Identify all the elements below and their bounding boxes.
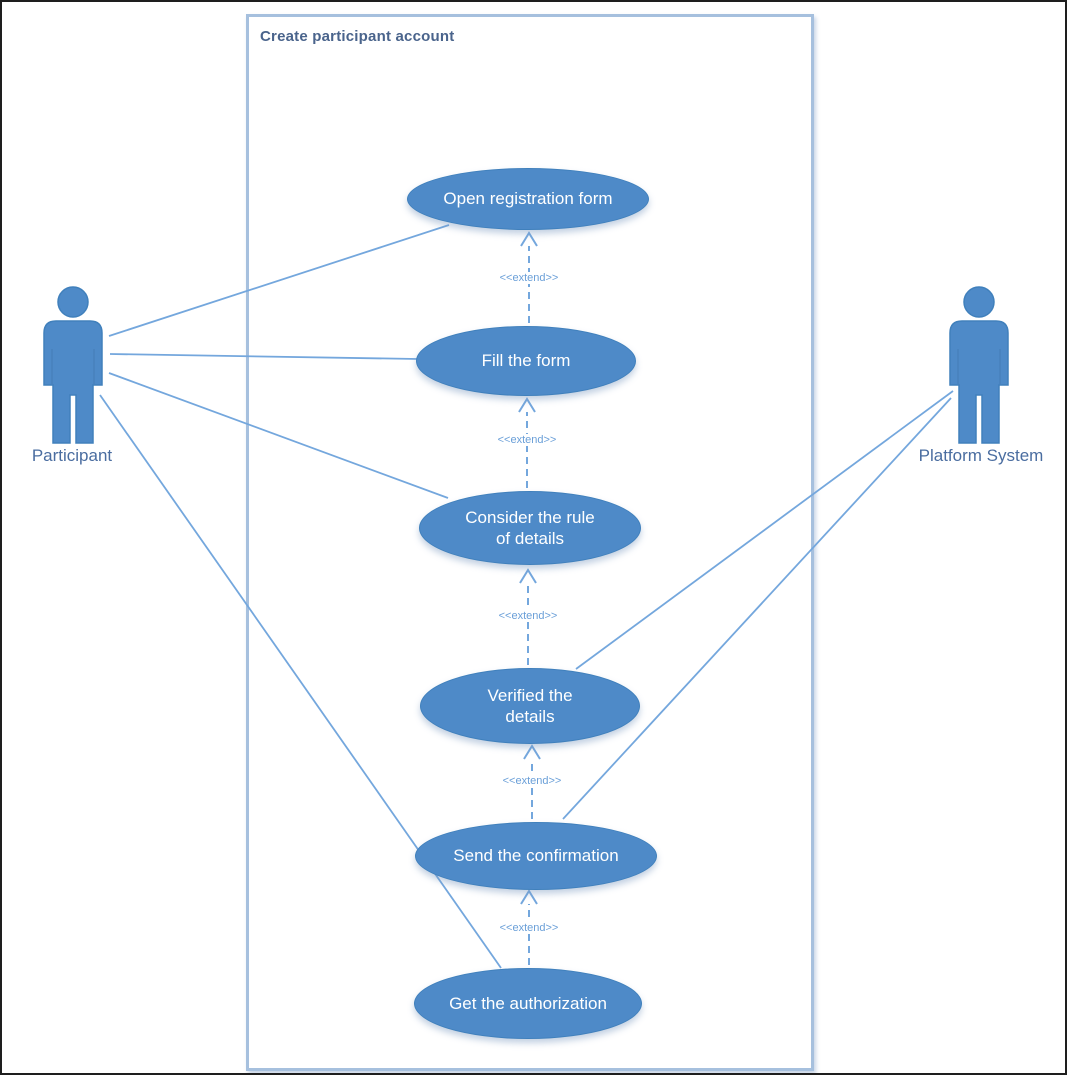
extend-arrowhead-4 xyxy=(523,744,541,760)
use-case-label: Consider the rule of details xyxy=(465,507,595,548)
use-case-label: Send the confirmation xyxy=(453,846,619,866)
association-participant-fill-the-form xyxy=(109,353,419,360)
actor-platform-system-label: Platform System xyxy=(918,446,1044,465)
use-case-fill-the-form: Fill the form xyxy=(416,326,636,396)
extend-stereotype-label: <<extend>> xyxy=(495,272,563,284)
association-participant-get-the-authorization xyxy=(99,394,502,969)
actor-participant-label: Participant xyxy=(31,446,113,465)
extend-arrowhead-2 xyxy=(518,397,536,413)
extend-stereotype-label: <<extend>> xyxy=(498,775,566,787)
system-boundary-title: Create participant account xyxy=(260,28,455,45)
use-case-consider-the-rule-of-details: Consider the rule of details xyxy=(419,491,641,565)
extend-arrowhead-1 xyxy=(520,231,538,247)
association-participant-consider-the-rule-of-details xyxy=(108,372,449,499)
actor-participant-figure xyxy=(35,285,111,447)
use-case-send-the-confirmation: Send the confirmation xyxy=(415,822,657,890)
extend-stereotype-label: <<extend>> xyxy=(494,610,562,622)
extend-arrowhead-3 xyxy=(519,568,537,584)
use-case-get-the-authorization: Get the authorization xyxy=(414,968,642,1039)
association-platform-system-send-the-confirmation xyxy=(562,397,952,820)
use-case-open-registration-form: Open registration form xyxy=(407,168,649,230)
use-case-label: Get the authorization xyxy=(449,993,607,1013)
extend-stereotype-label: <<extend>> xyxy=(493,434,561,446)
extend-stereotype-label: <<extend>> xyxy=(495,922,563,934)
extend-arrowhead-5 xyxy=(520,889,538,905)
system-boundary-box xyxy=(246,14,814,1071)
use-case-label: Verified the details xyxy=(487,685,573,726)
use-case-verified-the-details: Verified the details xyxy=(420,668,640,744)
person-icon xyxy=(43,286,103,444)
person-icon xyxy=(949,286,1009,444)
association-platform-system-verified-the-details xyxy=(575,390,954,670)
association-participant-open-registration-form xyxy=(108,224,450,337)
use-case-label: Fill the form xyxy=(481,351,571,371)
use-case-label: Open registration form xyxy=(443,189,613,209)
actor-platform-system-figure xyxy=(941,285,1017,447)
